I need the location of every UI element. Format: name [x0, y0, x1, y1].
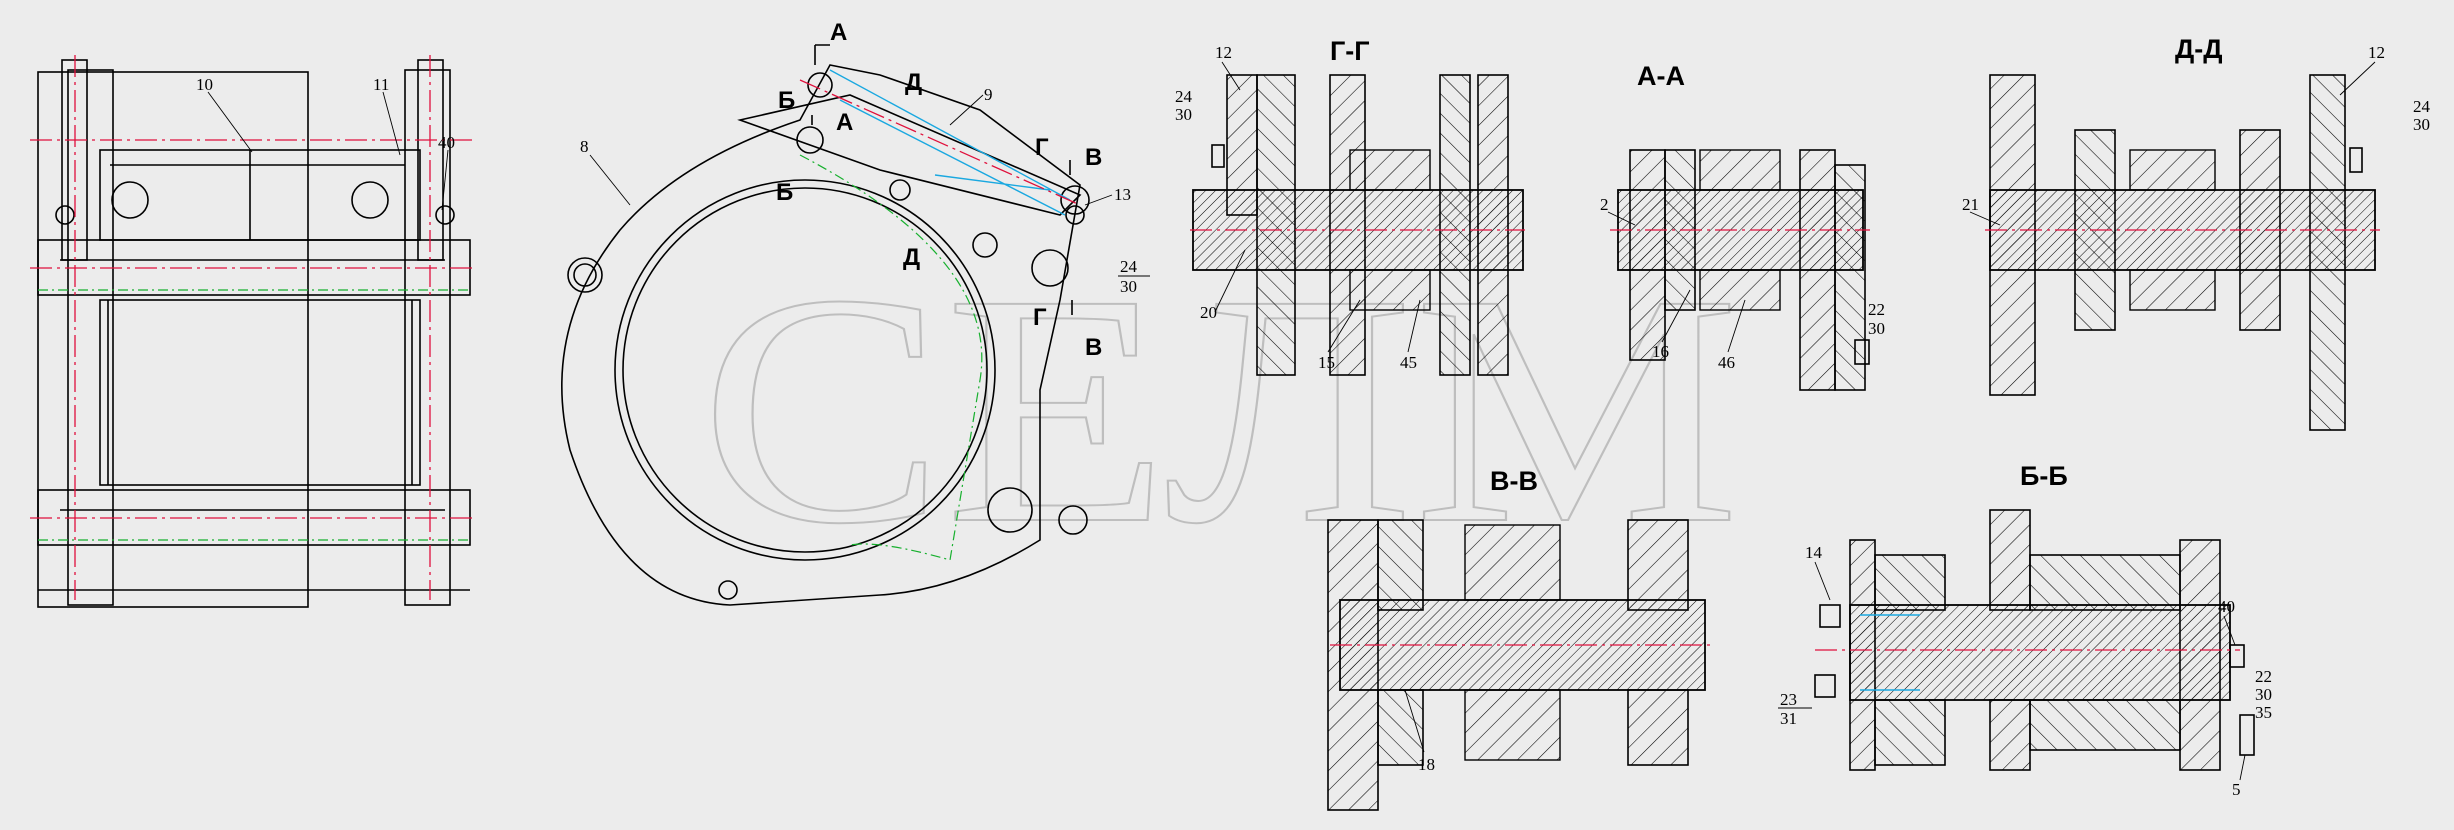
aa-label-46: 46 [1718, 353, 1735, 372]
aa-label-22: 22 [1868, 300, 1885, 319]
bb-label-5: 5 [2232, 780, 2241, 799]
dd-label-30: 30 [2413, 115, 2430, 134]
section-title-aa: А-А [1637, 61, 1685, 91]
dd-label-24: 24 [2413, 97, 2431, 116]
bb-label-14: 14 [1805, 543, 1823, 562]
section-bb [1814, 509, 2255, 771]
gg-label-20: 20 [1200, 303, 1217, 322]
bb-label-40: 40 [2218, 597, 2235, 616]
front-view [30, 55, 475, 608]
label-13: 13 [1114, 185, 1131, 204]
vv-label-18: 18 [1418, 755, 1435, 774]
label-9: 9 [984, 85, 993, 104]
cut-mark-v-low: В [1085, 334, 1102, 361]
cut-mark-d-low: Д [903, 244, 920, 271]
label-30-side: 30 [1120, 277, 1137, 296]
gg-label-12: 12 [1215, 43, 1232, 62]
label-10: 10 [196, 75, 213, 94]
aa-label-30: 30 [1868, 319, 1885, 338]
side-view [561, 64, 1090, 606]
aa-label-2: 2 [1600, 195, 1609, 214]
label-40: 40 [438, 133, 455, 152]
label-24-side: 24 [1120, 257, 1138, 276]
aa-label-16: 16 [1652, 342, 1669, 361]
cut-mark-b-low: Б [776, 179, 793, 206]
bb-label-30: 30 [2255, 685, 2272, 704]
section-vv [1327, 519, 1710, 811]
bb-label-31: 31 [1780, 709, 1797, 728]
dd-label-21: 21 [1962, 195, 1979, 214]
dd-label-12: 12 [2368, 43, 2385, 62]
cut-mark-g-top: Г [1035, 134, 1049, 161]
gg-label-24: 24 [1175, 87, 1193, 106]
section-title-vv: В-В [1490, 466, 1538, 496]
section-gg [1190, 74, 1525, 376]
gg-label-30: 30 [1175, 105, 1192, 124]
section-title-bb: Б-Б [2020, 461, 2068, 491]
cut-mark-d-top: Д [905, 69, 922, 96]
label-8: 8 [580, 137, 589, 156]
section-dd [1985, 74, 2380, 431]
section-title-dd: Д-Д [2175, 34, 2222, 64]
bb-label-22: 22 [2255, 667, 2272, 686]
cut-mark-g-low: Г [1033, 304, 1047, 331]
cut-mark-b-top: Б [778, 87, 795, 114]
cut-mark-v-top: В [1085, 144, 1102, 171]
gg-label-15: 15 [1318, 353, 1335, 372]
label-11: 11 [373, 75, 389, 94]
section-title-gg: Г-Г [1330, 36, 1370, 66]
gg-label-45: 45 [1400, 353, 1417, 372]
bb-label-23: 23 [1780, 690, 1797, 709]
section-aa [1610, 149, 1870, 391]
cut-mark-a-top: А [830, 19, 847, 46]
cut-mark-a-mid: А [836, 109, 853, 136]
watermark-text: СЕЛМ [700, 227, 1740, 592]
bb-label-35: 35 [2255, 703, 2272, 722]
